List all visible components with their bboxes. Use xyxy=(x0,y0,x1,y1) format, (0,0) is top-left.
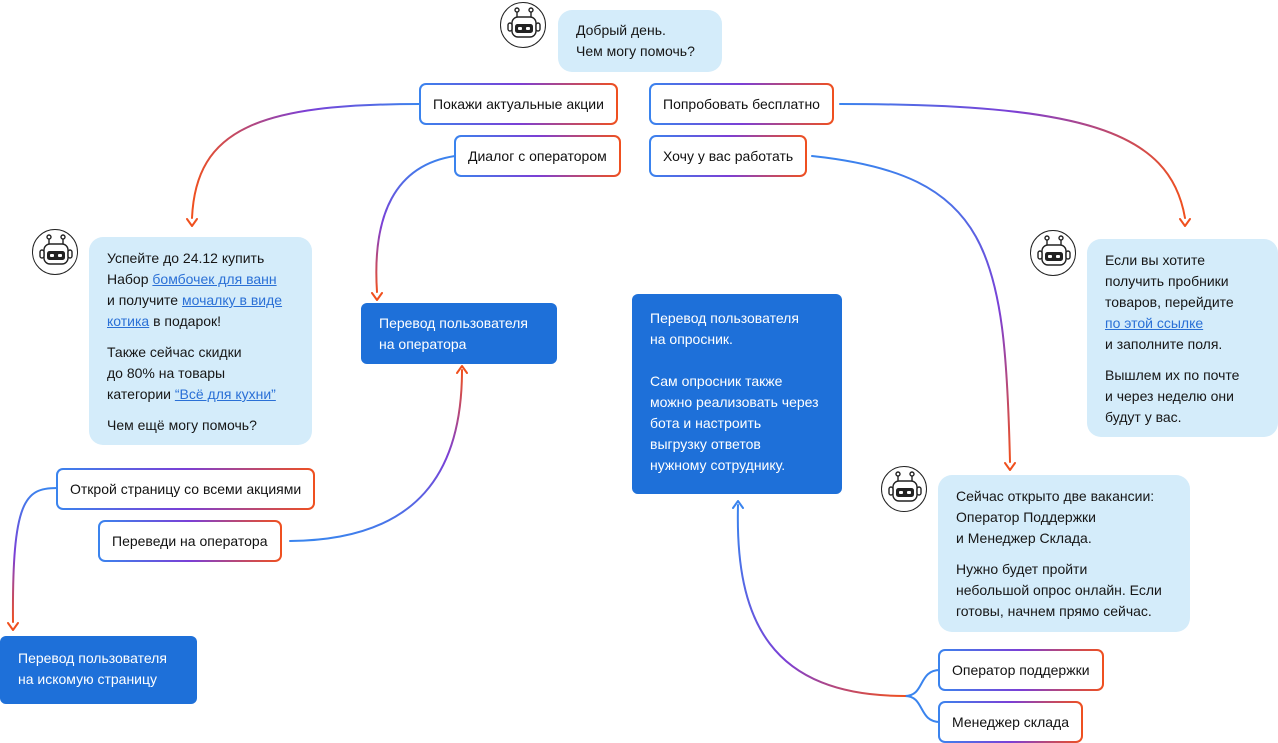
greeting-line-2: Чем могу помочь? xyxy=(576,43,695,59)
edge-operator-dialog-to-action xyxy=(375,155,456,293)
trial-line-3: товаров, перейдите xyxy=(1105,294,1234,310)
edge-work-to-job-bubble xyxy=(811,155,1011,463)
promo-line-1: Успейте до 24.12 купить xyxy=(107,250,265,266)
edge-to-operator-to-action xyxy=(289,369,463,542)
job-line-3: и Менеджер Склада. xyxy=(956,530,1092,546)
greeting-bubble: Добрый день. Чем могу помочь? xyxy=(558,10,722,72)
reply-want-to-work[interactable]: Хочу у вас работать xyxy=(649,135,807,177)
robot-head-icon xyxy=(507,7,541,38)
promo-p2-line-1: Также сейчас скидки xyxy=(107,344,242,360)
arrowhead-promo-bubble xyxy=(186,218,198,227)
action-transfer-to-page: Перевод пользователя на искомую страницу xyxy=(0,636,197,704)
action-page-line-1: Перевод пользователя xyxy=(18,650,167,666)
edge-support-branch xyxy=(904,669,941,697)
trial-p2-line-3: будут у вас. xyxy=(1105,409,1182,425)
trial-line-5: и заполните поля. xyxy=(1105,336,1223,352)
robot-head-icon xyxy=(1037,235,1071,266)
reply-support-operator[interactable]: Оператор поддержки xyxy=(938,649,1104,691)
promo-p2-line-2: до 80% на товары xyxy=(107,365,226,381)
action-survey-p2-line-1: Сам опросник также xyxy=(650,373,783,389)
promo-line-4: в подарок! xyxy=(149,313,222,329)
arrowhead-job-bubble xyxy=(1004,462,1016,471)
action-transfer-to-operator: Перевод пользователя на оператора xyxy=(361,303,557,364)
reply-show-promos[interactable]: Покажи актуальные акции xyxy=(419,83,618,125)
action-survey-p2-line-4: выгрузку ответов xyxy=(650,436,761,452)
trial-line-1: Если вы хотите xyxy=(1105,252,1206,268)
job-p2-line-2: небольшой опрос онлайн. Если xyxy=(956,582,1162,598)
action-page-line-2: на искомую страницу xyxy=(18,671,158,687)
reply-warehouse-manager[interactable]: Менеджер склада xyxy=(938,701,1083,743)
edge-warehouse-branch xyxy=(904,695,941,723)
bot-avatar-promo xyxy=(32,229,78,275)
robot-head-icon xyxy=(39,234,73,265)
trial-bubble: Если вы хотите получить пробники товаров… xyxy=(1087,239,1278,437)
bot-avatar-greeting xyxy=(500,2,546,48)
promo-bubble: Успейте до 24.12 купить Набор бомбочек д… xyxy=(89,237,312,445)
action-survey-line-2: на опросник. xyxy=(650,331,733,347)
action-operator-line-2: на оператора xyxy=(379,336,467,352)
bot-avatar-trial xyxy=(1030,230,1076,276)
link-kitchen-category[interactable]: “Всё для кухни” xyxy=(174,386,276,402)
greeting-line-1: Добрый день. xyxy=(576,22,666,38)
reply-open-promo-page[interactable]: Открой страницу со всеми акциями xyxy=(56,468,315,510)
edge-free-trial-to-bubble xyxy=(839,103,1186,219)
action-operator-line-1: Перевод пользователя xyxy=(379,315,528,331)
promo-line-2: Набор xyxy=(107,271,153,287)
reply-transfer-operator[interactable]: Переведи на оператора xyxy=(98,520,282,562)
promo-line-3: и получите xyxy=(107,292,182,308)
link-bath-bombs[interactable]: бомбочек для ванн xyxy=(152,271,277,287)
arrowhead-survey-action xyxy=(732,500,744,509)
reply-operator-dialog[interactable]: Диалог с оператором xyxy=(454,135,621,177)
job-line-2: Оператор Поддержки xyxy=(956,509,1096,525)
edge-replies-to-survey xyxy=(736,504,906,697)
arrowhead-operator-action-up xyxy=(456,365,468,374)
job-p2-line-1: Нужно будет пройти xyxy=(956,561,1088,577)
promo-question: Чем ещё могу помочь? xyxy=(107,417,257,433)
trial-line-2: получить пробники xyxy=(1105,273,1229,289)
action-survey-line-1: Перевод пользователя xyxy=(650,310,799,326)
trial-p2-line-1: Вышлем их по почте xyxy=(1105,367,1240,383)
reply-try-free[interactable]: Попробовать бесплатно xyxy=(649,83,834,125)
edge-open-page-to-action xyxy=(11,487,58,623)
action-transfer-to-survey: Перевод пользователя на опросник. Сам опр… xyxy=(632,294,842,494)
link-trial-form[interactable]: по этой ссылке xyxy=(1105,315,1204,331)
robot-head-icon xyxy=(888,471,922,502)
arrowhead-page-action xyxy=(7,622,19,631)
promo-p2-line-3: категории xyxy=(107,386,175,402)
action-survey-p2-line-2: можно реализовать через xyxy=(650,394,819,410)
job-line-1: Сейчас открыто две вакансии: xyxy=(956,488,1155,504)
edge-promos-to-bubble xyxy=(191,103,421,219)
arrowhead-operator-action xyxy=(371,292,383,301)
bot-avatar-jobs xyxy=(881,466,927,512)
trial-p2-line-2: и через неделю они xyxy=(1105,388,1234,404)
action-survey-p2-line-5: нужному сотруднику. xyxy=(650,457,786,473)
arrowhead-trial-bubble xyxy=(1179,218,1191,227)
action-survey-p2-line-3: бота и настроить xyxy=(650,415,762,431)
job-p2-line-3: готовы, начнем прямо сейчас. xyxy=(956,603,1152,619)
job-bubble: Сейчас открыто две вакансии: Оператор По… xyxy=(938,475,1190,632)
